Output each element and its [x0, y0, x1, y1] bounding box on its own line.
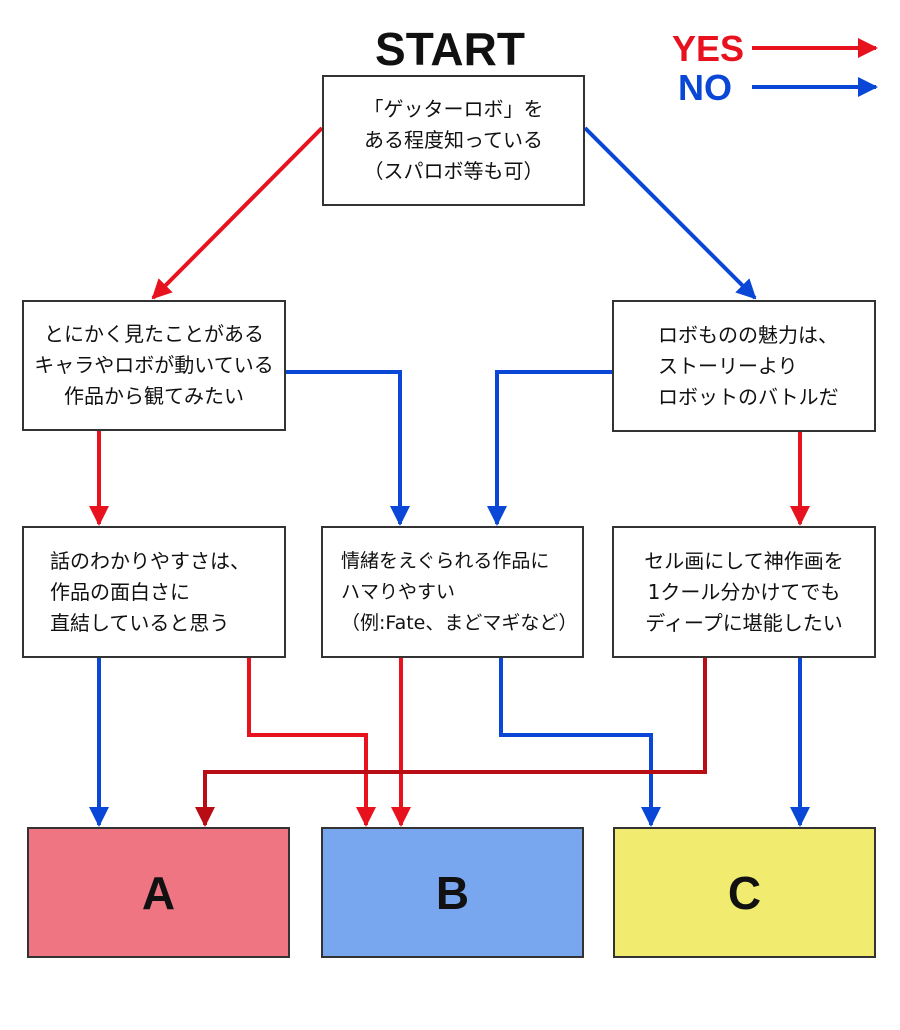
question-right-line-1: ロボものの魅力は、: [658, 322, 838, 347]
start-question-box: 「ゲッターロボ」を ある程度知っている （スパロボ等も可）: [322, 75, 585, 206]
result-b-box: B: [321, 827, 584, 958]
question-bottom-right-line-1: セル画にして神作画を: [644, 548, 844, 573]
start-question-line-3: （スパロボ等も可）: [363, 159, 544, 183]
legend-no-label: NO: [678, 67, 732, 108]
question-left-line-3: 作品から観てみたい: [64, 384, 244, 408]
start-question-line-2: ある程度知っている: [364, 128, 543, 152]
question-bottom-right-box: セル画にして神作画を 1クール分かけてでも ディープに堪能したい: [612, 526, 876, 658]
result-a-box: A: [27, 827, 290, 958]
question-bottom-left-box: 話のわかりやすさは、 作品の面白さに 直結していると思う: [22, 526, 286, 658]
question-bottom-left-line-3: 直結していると思う: [50, 610, 230, 635]
arrow-start-yes: [151, 126, 324, 300]
question-left-line-2: キャラやロボが動いている: [34, 353, 274, 377]
start-question-line-1: 「ゲッターロボ」を: [363, 97, 544, 121]
question-bottom-left-line-2: 作品の面白さに: [50, 579, 190, 604]
arrow-br-yes: [195, 658, 707, 827]
result-c-box: C: [613, 827, 876, 958]
arrow-qleft-no: [286, 370, 410, 526]
arrow-start-no: [583, 126, 757, 300]
question-bottom-left-line-1: 話のわかりやすさは、: [50, 548, 250, 573]
question-left-line-1: とにかく見たことがある: [44, 322, 264, 346]
question-bottom-mid-line-3: （例:Fate、まどマギなど）: [341, 611, 578, 634]
arrow-bm-no: [499, 658, 661, 827]
question-bottom-mid-box: 情緒をえぐられる作品に ハマりやすい （例:Fate、まどマギなど）: [321, 526, 584, 658]
question-bottom-mid-line-2: ハマりやすい: [341, 580, 456, 603]
question-right-line-3: ロボットのバトルだ: [658, 384, 839, 409]
start-title: START: [375, 23, 525, 75]
arrow-bl-yes: [247, 658, 376, 827]
question-bottom-right-line-3: ディープに堪能したい: [645, 610, 843, 635]
question-bottom-mid-line-1: 情緒をえぐられる作品に: [341, 549, 550, 572]
question-right-line-2: ストーリーより: [658, 353, 798, 378]
question-right-box: ロボものの魅力は、 ストーリーより ロボットのバトルだ: [612, 300, 876, 432]
legend-yes-label: YES: [672, 28, 745, 69]
question-left-box: とにかく見たことがある キャラやロボが動いている 作品から観てみたい: [22, 300, 286, 431]
question-bottom-right-line-2: 1クール分かけてでも: [647, 579, 841, 604]
arrow-qright-no: [487, 370, 612, 526]
